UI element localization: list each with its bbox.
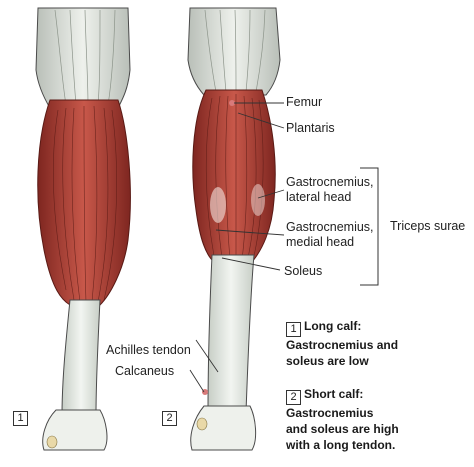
note-2-title: Short calf: [304, 387, 363, 401]
label-gastrocnemius-lateral: Gastrocnemius, lateral head [286, 175, 374, 205]
label-calcaneus: Calcaneus [115, 364, 174, 379]
label-gastrocnemius-medial: Gastrocnemius, medial head [286, 220, 374, 250]
tendon-2 [208, 255, 254, 412]
figure-number-1: 1 [13, 411, 28, 426]
leg-2-short-calf [188, 8, 280, 450]
thigh-2 [188, 8, 280, 95]
note-1-title: Long calf: [304, 319, 361, 333]
thigh-1 [36, 8, 130, 108]
label-achilles-tendon: Achilles tendon [106, 343, 191, 358]
note-2-number: 2 [286, 390, 301, 405]
label-femur: Femur [286, 95, 322, 110]
tendon-1 [62, 300, 100, 415]
label-soleus: Soleus [284, 264, 322, 279]
label-plantaris: Plantaris [286, 121, 335, 136]
note-2-text: Gastrocnemius and soleus are high with a… [286, 405, 466, 453]
label-triceps-surae: Triceps surae [390, 219, 465, 234]
note-1-number: 1 [286, 322, 301, 337]
figure-number-2: 2 [162, 411, 177, 426]
note-1-text: Gastrocnemius and soleus are low [286, 337, 466, 369]
leg-1-long-calf [36, 8, 130, 450]
